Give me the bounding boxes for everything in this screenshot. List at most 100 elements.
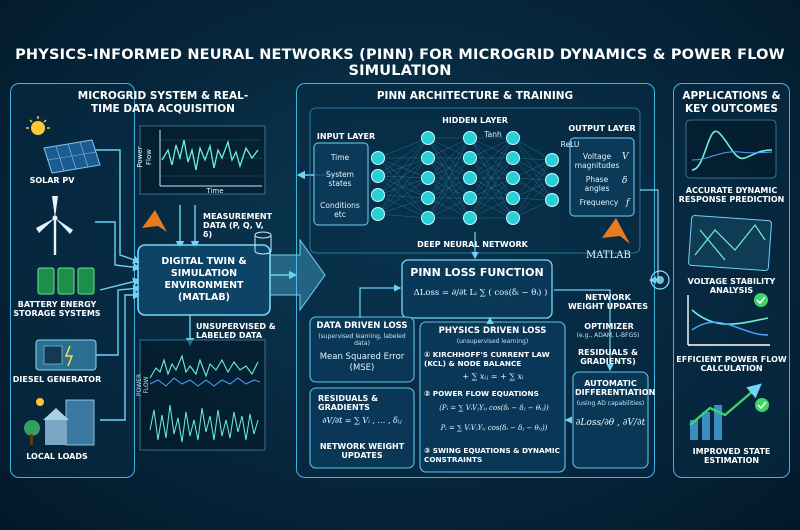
chart-x-label: Time bbox=[206, 187, 224, 195]
physics-sub: (unsupervised learning) bbox=[456, 338, 529, 345]
nn-edge bbox=[469, 137, 514, 159]
residuals-title: RESIDUALS & GRADIENTS bbox=[318, 394, 379, 412]
nn-neuron bbox=[545, 173, 559, 187]
nn-edge bbox=[377, 177, 429, 215]
nn-neuron bbox=[463, 211, 477, 225]
data-loss-sub: (supervised learning, labeled data) bbox=[318, 333, 406, 347]
nn-neuron bbox=[463, 131, 477, 145]
kcl-formula: + ∑ xᵢⱼ = + ∑ xᵢ bbox=[462, 372, 524, 381]
output-delta-symbol: δ bbox=[622, 176, 628, 186]
nn-edge bbox=[512, 137, 553, 161]
nn-neuron bbox=[371, 151, 385, 165]
output-f-symbol: f bbox=[626, 198, 630, 208]
nn-edge bbox=[512, 159, 553, 219]
tanh-label: Tanh bbox=[484, 130, 502, 139]
unsupervised-label: UNSUPERVISED & LABELED DATA bbox=[196, 322, 276, 340]
nn-neuron bbox=[371, 188, 385, 202]
nn-edge bbox=[427, 137, 471, 219]
nn-neuron bbox=[371, 207, 385, 221]
nn-edge bbox=[377, 157, 429, 215]
residuals-updates: NETWORK WEIGHT UPDATES bbox=[319, 442, 405, 460]
nn-edge bbox=[427, 157, 471, 219]
physics-title: PHYSICS DRIVEN LOSS bbox=[438, 326, 547, 336]
optimizer-sub: (e.g., ADAM, L-BFGS) bbox=[576, 332, 640, 339]
nn-edge bbox=[512, 179, 553, 219]
nn-edge bbox=[377, 157, 429, 179]
kcl-label: ① KIRCHHOFF'S CURRENT LAW (KCL) & NODE B… bbox=[424, 350, 550, 368]
output-phase: Phase angles bbox=[584, 175, 610, 193]
network-updates-label: NETWORK WEIGHT UPDATES bbox=[567, 293, 649, 311]
nn-neuron bbox=[506, 171, 520, 185]
pv-link bbox=[95, 149, 142, 264]
nn-edge bbox=[377, 137, 429, 215]
nn-edge bbox=[377, 157, 429, 196]
nn-neuron bbox=[506, 191, 520, 205]
nn-edge bbox=[427, 137, 471, 199]
nn-edge bbox=[377, 175, 429, 179]
nn-neuron bbox=[545, 193, 559, 207]
nn-edge bbox=[377, 213, 429, 219]
nn-edge bbox=[427, 197, 471, 219]
nn-edge bbox=[377, 157, 429, 219]
nn-edge bbox=[377, 137, 429, 177]
input-layer-label: INPUT LAYER bbox=[316, 132, 376, 141]
dnn-label: DEEP NEURAL NETWORK bbox=[417, 240, 528, 249]
powerflow-formula-2: Pᵢ = ∑ VᵢVⱼYᵢⱼ cos(δᵢ − δⱼ − θᵢⱼ)) bbox=[440, 424, 548, 432]
autodiff-label: AUTOMATIC DIFFERENTIATION bbox=[575, 379, 656, 397]
input-conditions: Conditions etc bbox=[320, 201, 360, 219]
output-v-symbol: V bbox=[622, 152, 629, 162]
nn-neuron bbox=[506, 151, 520, 165]
nn-neuron bbox=[371, 169, 385, 183]
output-layer-label: OUTPUT LAYER bbox=[568, 124, 636, 133]
outcome-2: VOLTAGE STABILITY ANALYSIS bbox=[687, 277, 776, 295]
applications-header: APPLICATIONS & KEY OUTCOMES bbox=[682, 90, 781, 115]
data-loss-title: DATA DRIVEN LOSS bbox=[316, 321, 408, 331]
nn-edge bbox=[469, 197, 514, 219]
nn-neuron bbox=[463, 171, 477, 185]
nn-edge bbox=[469, 157, 514, 219]
nn-edge bbox=[512, 199, 553, 219]
powerflow-label: ② POWER FLOW EQUATIONS bbox=[424, 389, 539, 398]
outcome-3: EFFICIENT POWER FLOW CALCULATION bbox=[676, 355, 787, 373]
nn-edge bbox=[377, 157, 429, 177]
nn-edge bbox=[469, 137, 514, 219]
digital-twin-label: DIGITAL TWIN & SIMULATION ENVIRONMENT (M… bbox=[161, 256, 247, 303]
nn-edge bbox=[469, 177, 514, 219]
nn-neuron bbox=[421, 151, 435, 165]
nn-edge bbox=[377, 175, 429, 199]
nn-neuron bbox=[421, 171, 435, 185]
input-time: Time bbox=[330, 153, 350, 162]
nn-edge bbox=[427, 177, 471, 219]
nn-edge bbox=[469, 137, 514, 179]
residuals-formula: ∂V/∂t = ∑ Vᵢ , … , δᵢⱼ bbox=[322, 416, 402, 425]
nn-edge bbox=[377, 194, 429, 219]
nn-edge bbox=[377, 175, 429, 219]
autodiff-sub: (using AD capabilities) bbox=[576, 400, 645, 407]
source-label-battery: BATTERY ENERGY STORAGE SYSTEMS bbox=[13, 300, 101, 318]
nn-edge bbox=[377, 194, 429, 199]
nn-edge bbox=[377, 157, 429, 199]
nn-edge bbox=[377, 177, 429, 196]
nn-neuron bbox=[463, 151, 477, 165]
source-label-diesel: DIESEL GENERATOR bbox=[12, 375, 102, 384]
mse-label: Mean Squared Error (MSE) bbox=[319, 352, 405, 373]
nn-edge bbox=[377, 197, 429, 215]
nn-edge bbox=[512, 159, 553, 179]
nn-neuron bbox=[421, 131, 435, 145]
outcome-4: IMPROVED STATE ESTIMATION bbox=[692, 447, 771, 465]
source-label-solar: SOLAR PV bbox=[29, 176, 75, 185]
autodiff-formula: ∂Loss/∂θ , ∂V/∂t bbox=[575, 418, 646, 428]
source-label-loads: LOCAL LOADS bbox=[26, 452, 88, 461]
powerflow-formula-1: (Pᵢ = ∑ VᵢVⱼYᵢⱼ cos(δᵢ − δⱼ − θᵢⱼ)) bbox=[439, 404, 549, 412]
nn-edge bbox=[377, 137, 429, 196]
residuals-right-label: RESIDUALS & GRADIENTS) bbox=[577, 348, 639, 366]
nn-edge bbox=[427, 137, 471, 159]
chart-y-label: Power Flow bbox=[136, 146, 153, 168]
input-states: System states bbox=[326, 170, 354, 188]
output-voltage: Voltage magnitudes bbox=[574, 152, 620, 170]
nn-edge bbox=[377, 137, 429, 159]
loss-header: PINN LOSS FUNCTION bbox=[410, 266, 544, 279]
hidden-layer-label: HIDDEN LAYER bbox=[442, 116, 508, 125]
nn-edge bbox=[512, 159, 553, 199]
nn-neuron bbox=[545, 153, 559, 167]
